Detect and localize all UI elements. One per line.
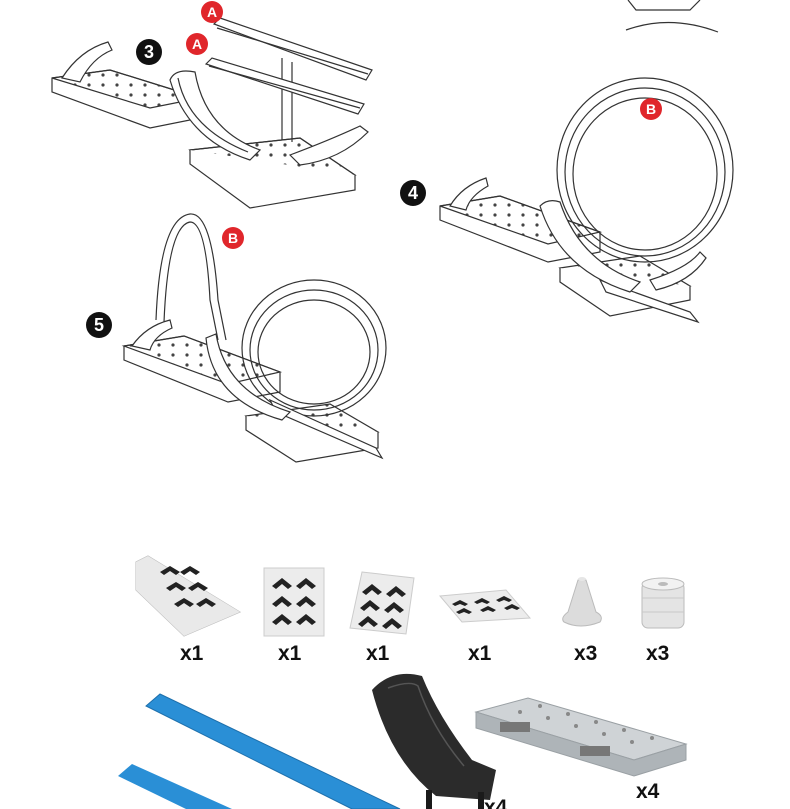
qty-cone: x3 — [574, 642, 598, 665]
partial-loop-top — [625, 0, 719, 33]
qty-tall-ramp: x1 — [366, 642, 390, 665]
part-tall-ramp — [349, 571, 415, 635]
step-number-3: 3 — [136, 39, 162, 65]
qty-flat-ramp: x1 — [468, 642, 492, 665]
qty-grey-base-plate: x4 — [636, 780, 660, 803]
part-black-curved-track — [372, 673, 496, 809]
step-number-5: 5 — [86, 312, 112, 338]
qty-spool: x3 — [646, 642, 670, 665]
part-large-ramp — [135, 555, 242, 637]
part-medium-ramp — [263, 567, 325, 637]
step4-drawing — [439, 77, 734, 324]
part-label-b-step4: B — [640, 98, 662, 120]
step3-drawing — [51, 17, 373, 209]
part-label-b-step5: B — [222, 227, 244, 249]
step5-drawing — [121, 213, 387, 463]
part-spool — [641, 577, 685, 629]
part-grey-base-plate — [474, 697, 688, 777]
qty-medium-ramp: x1 — [278, 642, 302, 665]
part-label-a-top: A — [201, 1, 223, 23]
step-number-4: 4 — [400, 180, 426, 206]
part-flat-ramp — [438, 589, 532, 623]
part-label-a-lower: A — [186, 33, 208, 55]
qty-large-ramp: x1 — [180, 642, 204, 665]
part-cone — [562, 577, 602, 627]
qty-black-curved-track: x4 — [484, 796, 508, 809]
part-blue-track — [118, 693, 401, 809]
